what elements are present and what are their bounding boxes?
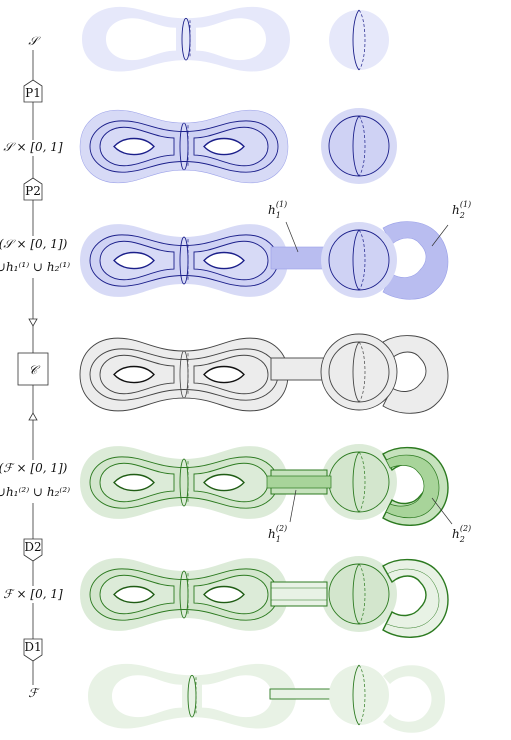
handle-h1-top: [270, 246, 328, 270]
sphere-c: [320, 333, 398, 411]
row-s: [82, 6, 389, 72]
row-s-times-interval: [79, 108, 397, 184]
step-tag-p1: P1: [23, 79, 43, 103]
row-f-with-handles: h1(2) h2(2): [80, 444, 471, 544]
row-c: [79, 333, 449, 414]
sphere-s-times-interval: [321, 108, 397, 184]
step-tag-p2: P2: [23, 177, 43, 201]
handle-h1-bottom: [266, 469, 332, 495]
center-node-c: 𝒞: [17, 352, 49, 386]
h1-bottom-pointer: [289, 489, 297, 523]
row-label-s-handles-line1: (𝒮 × [0, 1]): [0, 237, 68, 251]
row-s-with-handles: h1(1) h2(1): [80, 200, 471, 300]
handle-h2-bottom: [382, 447, 449, 526]
left-column: P1 P2 D2 D1 𝒞 𝒮 𝒮 × [0, 1] (𝒮 × [0, 1]) …: [0, 34, 70, 700]
handle-h1-c: [270, 357, 328, 381]
step-tag-d1: D1: [23, 638, 43, 662]
label-h2-bottom: h2(2): [452, 524, 471, 544]
sphere-s-handles: [321, 222, 397, 298]
thin-arc-2: [383, 665, 445, 733]
row-label-s: 𝒮: [28, 34, 41, 48]
arrow-down-icon: [28, 318, 38, 327]
row-f: [88, 663, 445, 733]
step-p2-label: P2: [25, 184, 41, 198]
thickened-arc-2: [382, 559, 449, 638]
thin-arc-1: [269, 688, 331, 700]
step-p1-label: P1: [25, 86, 41, 100]
step-d2-label: D2: [24, 540, 41, 554]
row-label-s-handles-line2: ∪h₁⁽¹⁾ ∪ h₂⁽¹⁾: [0, 260, 70, 274]
row-label-f-handles-line1: (ℱ × [0, 1]): [0, 461, 68, 475]
row-label-f-times-interval: ℱ × [0, 1]: [3, 587, 63, 601]
row-label-f: ℱ: [28, 686, 40, 700]
sphere-f-times-interval: [321, 556, 397, 632]
h2-bottom-pointer: [431, 497, 453, 525]
sphere-f-handles: [321, 444, 397, 520]
label-h1-bottom: h1(2): [268, 524, 287, 544]
h1-top-pointer: [285, 221, 299, 253]
thickened-arc-1: [270, 581, 328, 607]
row-label-s-times-interval: 𝒮 × [0, 1]: [3, 140, 63, 154]
h2-top-pointer: [431, 224, 449, 247]
label-h2-top: h2(1): [452, 200, 471, 220]
sphere-f: [329, 664, 389, 726]
sphere-s: [329, 9, 389, 71]
step-d1-label: D1: [24, 640, 41, 654]
row-label-f-handles-line2: ∪h₁⁽²⁾ ∪ h₂⁽²⁾: [0, 485, 70, 499]
step-tag-d2: D2: [23, 538, 43, 562]
label-h1-top: h1(1): [268, 200, 287, 220]
row-f-times-interval: [80, 556, 449, 638]
arrow-up-icon: [28, 412, 38, 421]
